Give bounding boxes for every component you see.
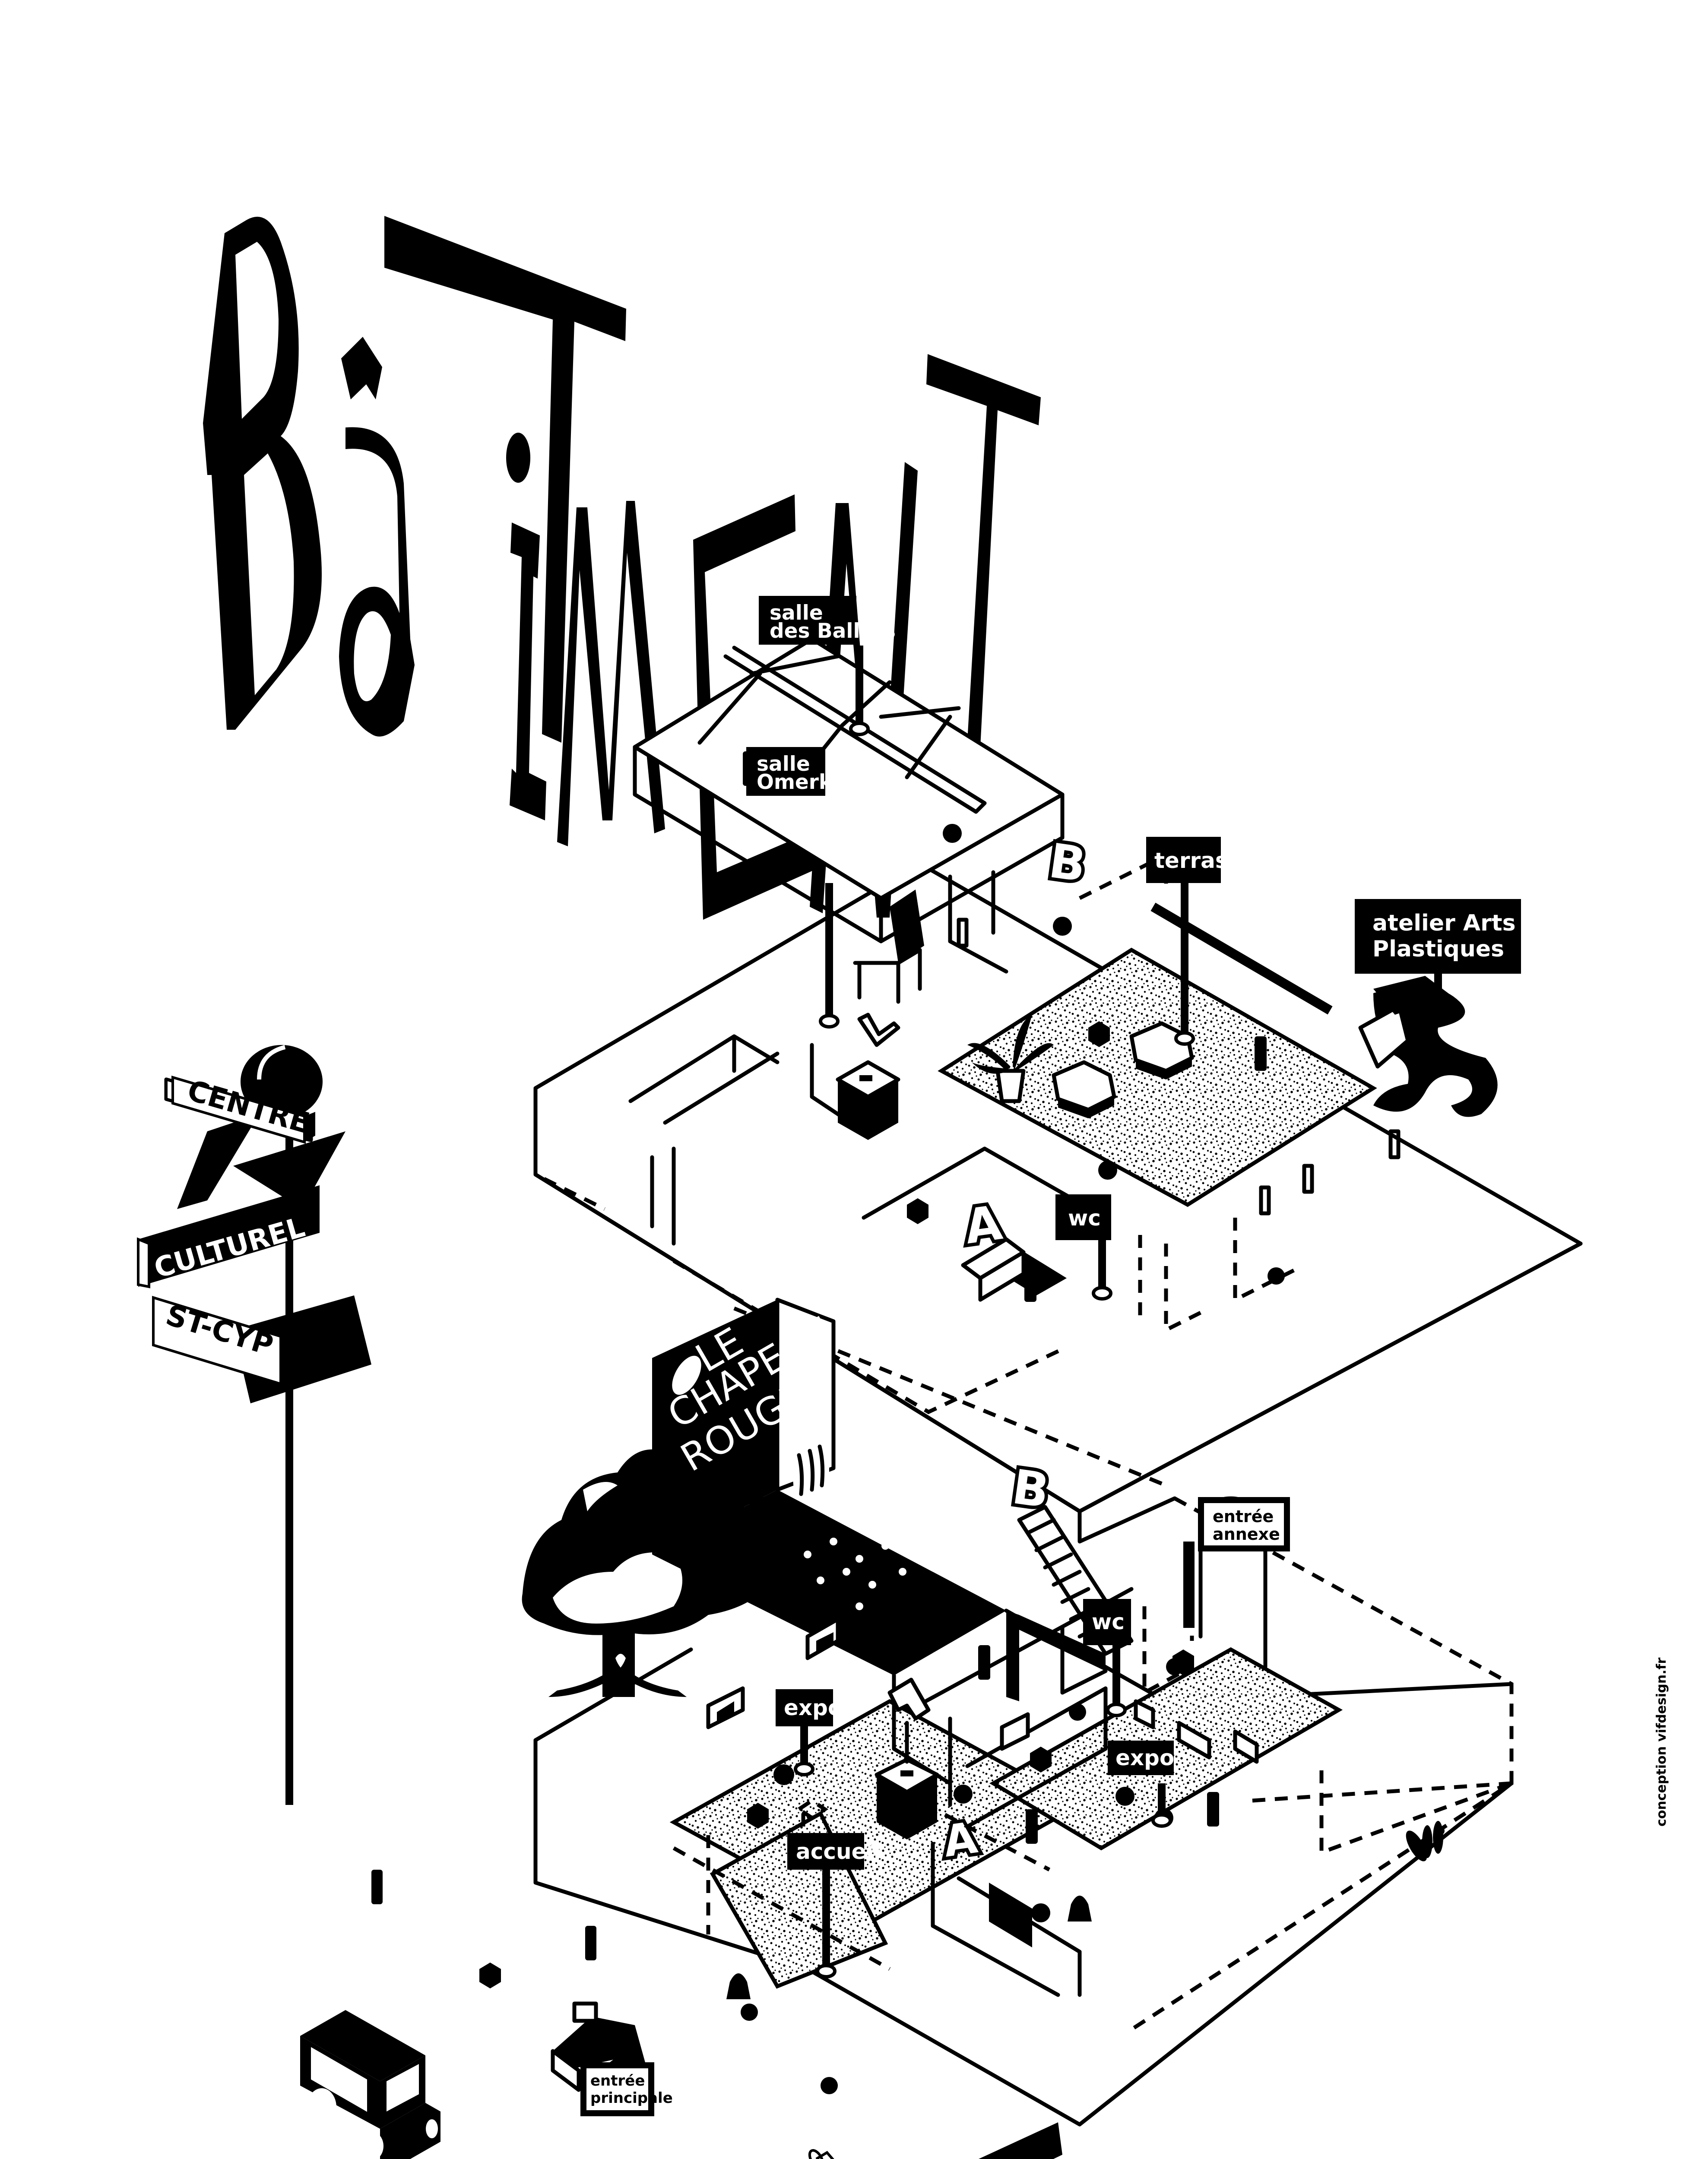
label-entree-principale-line1: entrée [590, 2072, 645, 2089]
character-hex-icon [479, 1021, 1194, 1988]
stair-marker-a-lower: A [940, 1812, 980, 1867]
label-atelier-line2: Plastiques [1372, 936, 1504, 962]
location-pin-icon [794, 1762, 814, 1776]
info-kiosk-upper [836, 1060, 900, 1140]
signpost-arrow-left-icon [177, 1114, 259, 1209]
label-salle-omerkic-line2: Omerkic [757, 770, 851, 794]
label-expo-right-text: expo [1115, 1745, 1174, 1770]
plant-icon [967, 1015, 1054, 1103]
characters [371, 751, 1445, 2159]
label-wc-upper-text: wc [1068, 1206, 1101, 1231]
location-pin-icon [1174, 1031, 1195, 1046]
character-ghost-icon [726, 1896, 1092, 1999]
character-rect-icon [371, 751, 1267, 1960]
paint-bucket-icon [1358, 1004, 1410, 1069]
artwork-frames [706, 1617, 1259, 1764]
sign-board-stcyp: ST-CYP [152, 1295, 289, 1386]
location-pin-icon [819, 1014, 840, 1029]
label-entree-annexe-line1: entrée [1213, 1507, 1274, 1526]
theatre-chapeau-rouge: scène LE CHAPEAU ROUGE [652, 1298, 1006, 1675]
label-entree-principale[interactable]: entrée principale [580, 2062, 673, 2116]
label-terrasse-text: terrasse [1154, 848, 1255, 873]
location-pin-icon [816, 1964, 837, 1979]
label-wc-lower-text: wc [1092, 1609, 1125, 1634]
street-signpost: CENTRE CULTUREL ST-CYP [137, 1045, 371, 1805]
label-accueil[interactable]: accueil [787, 1833, 881, 1979]
label-accueil-text: accueil [796, 1839, 881, 1864]
label-salle-ballets[interactable]: salle des Ballets [759, 596, 896, 736]
label-atelier-arts-plastiques[interactable]: atelier Arts Plastiques [1355, 899, 1521, 993]
design-credit: conception vifdesign.fr [1654, 1657, 1669, 1827]
terrace-area [938, 947, 1377, 1207]
label-entree-annexe-line2: annexe [1213, 1525, 1280, 1544]
label-salle-ballets-line1: salle [770, 601, 823, 625]
label-expo-left[interactable]: expo [776, 1689, 843, 1776]
outer-dashed-outline [1130, 1497, 1514, 2031]
chair-icon [853, 890, 924, 1004]
label-expo-right[interactable]: expo [1108, 1741, 1174, 1828]
title-bottom: Darré [978, 2122, 1062, 2159]
stair-marker-b-lower: B [1009, 1459, 1052, 1519]
stair-marker-b-upper: B [1046, 833, 1089, 893]
label-entree-annexe[interactable]: entrée annexe [1198, 1497, 1290, 1551]
bicycle-icon [808, 2149, 834, 2159]
label-salle-omerkic[interactable]: salle Omerkic [746, 747, 851, 1029]
up-arrow-icon [887, 1678, 931, 1721]
skittles-icon [1406, 1821, 1445, 1861]
label-terrasse[interactable]: terrasse [1146, 837, 1255, 1046]
label-atelier-line1: atelier Arts [1372, 910, 1516, 936]
label-salle-ballets-line2: des Ballets [770, 619, 896, 643]
stair-marker-a-upper: A [961, 1195, 1005, 1255]
theatre-seats [804, 1538, 906, 1610]
location-pin-icon [849, 722, 870, 736]
down-arrow-icon [857, 1013, 900, 1047]
label-wc-upper[interactable]: wc [1055, 1194, 1112, 1301]
label-expo-left-text: expo [784, 1695, 843, 1720]
car-icon [300, 2010, 440, 2159]
label-entree-principale-line2: principale [590, 2089, 673, 2107]
stairs-lower-small-icon [989, 1883, 1032, 1947]
label-salle-omerkic-line1: salle [757, 752, 810, 776]
location-pin-icon [1151, 1813, 1172, 1828]
stairs-upper-icon [961, 1237, 1067, 1302]
lower-floor-plan: scène LE CHAPEAU ROUGE [533, 1298, 1514, 2127]
main-entrance-arrow-icon [551, 2001, 646, 2107]
location-pin-icon [1106, 1703, 1127, 1717]
label-wc-lower[interactable]: wc [1083, 1599, 1131, 1717]
accueil-desk [875, 1678, 939, 1839]
location-pin-icon [1092, 1286, 1112, 1301]
